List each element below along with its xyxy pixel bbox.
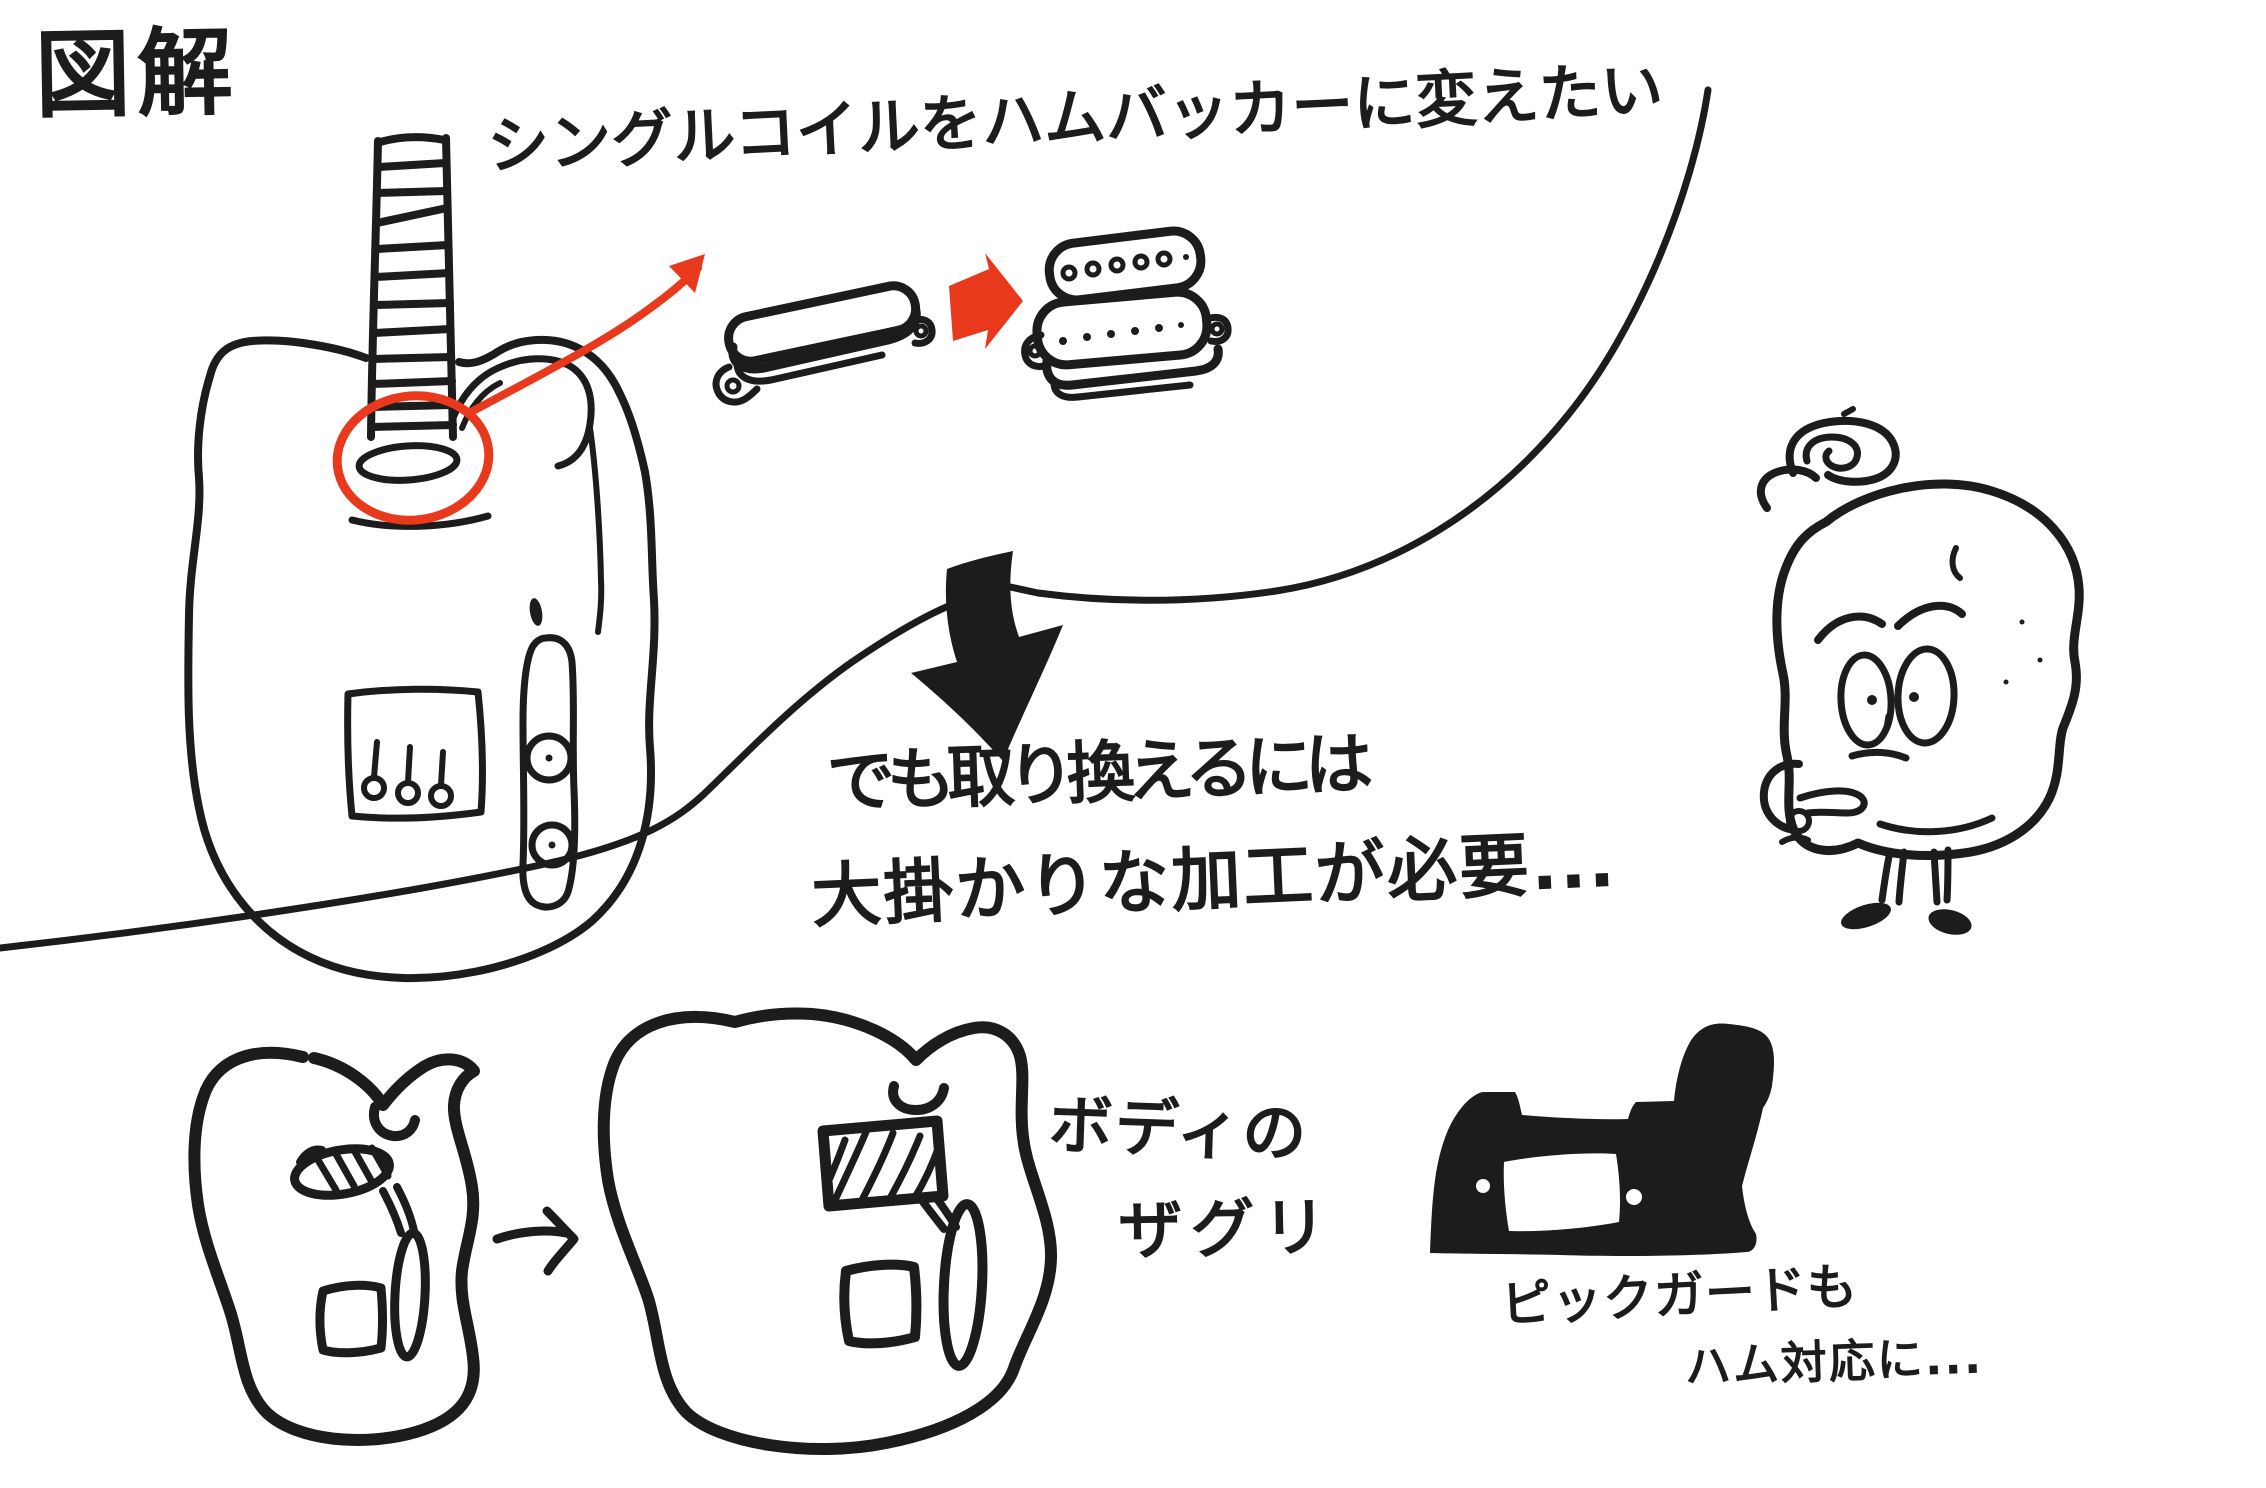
red-pointer-arrow bbox=[465, 254, 705, 417]
guitar-body-before-sketch bbox=[188, 1046, 480, 1446]
page-title: 図解 bbox=[33, 16, 240, 132]
red-swap-arrow bbox=[949, 253, 1023, 349]
single-coil-pickup-sketch bbox=[712, 281, 936, 406]
step-right-arrow bbox=[492, 1206, 579, 1276]
middle-caption-line1: でも取り換えるには bbox=[825, 725, 1367, 823]
pickguard-caption-line2: ハム対応に... bbox=[1683, 1329, 1985, 1394]
routing-caption-line1: ボディの bbox=[1047, 1089, 1310, 1173]
worried-character-sketch bbox=[1756, 406, 2084, 935]
black-down-arrow bbox=[911, 551, 1063, 761]
guitar-body-after-sketch bbox=[597, 1007, 1058, 1456]
telecaster-guitar-sketch bbox=[184, 133, 659, 983]
humbucker-pickup-sketch bbox=[1021, 226, 1232, 401]
routing-caption-line2: ザグリ bbox=[1117, 1191, 1336, 1269]
section-divider-curve bbox=[0, 86, 1712, 952]
black-pickguard-sketch bbox=[1430, 1023, 1774, 1256]
red-highlight-circle bbox=[332, 391, 494, 525]
